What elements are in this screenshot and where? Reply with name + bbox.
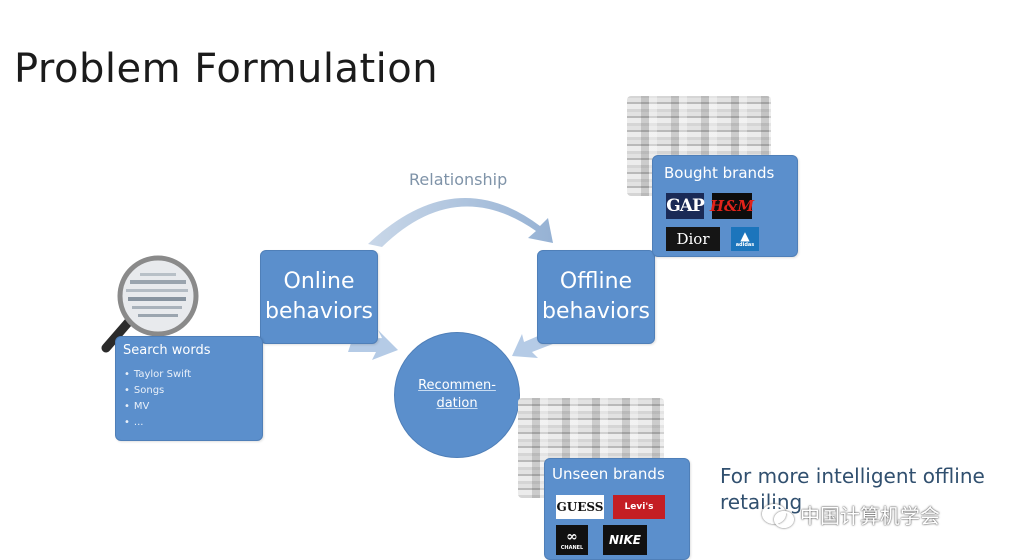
list-item: ... — [124, 415, 191, 431]
offline-behaviors-label: Offline behaviors — [541, 269, 651, 324]
bought-brands-title: Bought brands — [664, 164, 775, 182]
levis-logo: Levi's — [613, 495, 665, 519]
list-item: Songs — [124, 383, 191, 399]
page-title: Problem Formulation — [14, 46, 439, 92]
list-item: MV — [124, 399, 191, 415]
adidas-logo: ▲ adidas — [731, 227, 759, 251]
search-words-title: Search words — [123, 343, 211, 358]
adidas-icon: ▲ — [740, 228, 750, 243]
unseen-brands-title: Unseen brands — [552, 465, 665, 483]
guess-logo: GUESS — [556, 495, 604, 519]
dior-logo: Dior — [666, 227, 720, 251]
list-item: Taylor Swift — [124, 367, 191, 383]
watermark: 中国计算机学会 — [762, 500, 940, 529]
watermark-text: 中国计算机学会 — [800, 504, 940, 528]
relationship-label: Relationship — [409, 170, 508, 189]
search-words-box: Search words Taylor Swift Songs MV ... — [115, 336, 263, 441]
chanel-logo: ∞ CHANEL — [556, 525, 588, 555]
wechat-icon — [762, 503, 794, 528]
relationship-arrow — [368, 197, 553, 247]
bought-brands-box: Bought brands GAP H&M Dior ▲ adidas — [652, 155, 798, 257]
footer-text: For more intelligent offline retailing — [720, 464, 985, 514]
offline-behaviors-box: Offline behaviors — [537, 250, 655, 344]
chanel-icon: ∞ — [566, 528, 578, 545]
nike-logo: NIKE — [603, 525, 647, 555]
hm-logo: H&M — [710, 193, 754, 219]
unseen-brands-box: Unseen brands GUESS Levi's ∞ CHANEL NIKE — [544, 458, 690, 560]
online-to-center-arrow — [348, 330, 398, 360]
online-behaviors-label: Online behaviors — [264, 269, 374, 324]
search-words-list: Taylor Swift Songs MV ... — [124, 367, 191, 431]
recommendation-circle: Recommen- dation — [394, 332, 520, 458]
online-behaviors-box: Online behaviors — [260, 250, 378, 344]
gap-logo: GAP — [666, 193, 705, 219]
recommendation-label: Recommen- dation — [418, 378, 496, 411]
magnifier-icon — [101, 255, 199, 353]
